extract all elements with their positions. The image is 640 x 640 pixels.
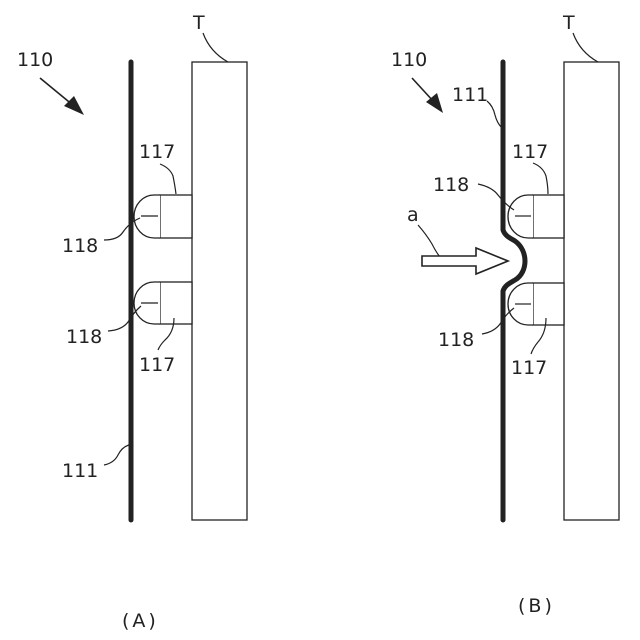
- bump-118-upper-label-b: 118: [433, 174, 469, 196]
- block-117-lower-label-a: 117: [139, 354, 175, 376]
- bump-118-lower-leader-b: [482, 308, 514, 334]
- block-117-lower-label-b: 117: [511, 357, 547, 379]
- bump-118-upper-leader-a: [104, 218, 140, 240]
- assembly-110-label-a: 110: [17, 49, 53, 71]
- bump-118-lower-label-b: 118: [438, 329, 474, 351]
- sheet-111-leader-a: [104, 445, 129, 465]
- block-117-upper-a: [160, 195, 192, 238]
- block-117-upper-label-a: 117: [139, 141, 175, 163]
- panel-b: T 111 110 117 118 118 117 a (B): [391, 12, 619, 617]
- wall-t-leader-b: [573, 33, 598, 62]
- assembly-110-label-b: 110: [391, 49, 427, 71]
- wall-t-a: [192, 62, 247, 520]
- block-117-lower-b: [533, 283, 564, 325]
- sheet-111-label-b: 111: [452, 84, 488, 106]
- sheet-111-label-a: 111: [62, 460, 98, 482]
- block-117-upper-leader-b: [533, 163, 548, 194]
- block-117-lower-a: [160, 282, 192, 324]
- bump-118-lower-label-a: 118: [66, 326, 102, 348]
- block-117-upper-b: [533, 195, 564, 238]
- wall-t-label-b: T: [562, 12, 575, 34]
- caption-a: (A): [122, 610, 159, 632]
- block-117-upper-label-b: 117: [512, 141, 548, 163]
- sheet-111-leader-b: [487, 101, 502, 128]
- force-a-label: a: [407, 204, 419, 226]
- panel-a: T 111 110 117 118 118 117 (A): [17, 12, 247, 632]
- bump-118-upper-label-a: 118: [62, 235, 98, 257]
- assembly-arrowhead-a: [64, 96, 84, 115]
- caption-b: (B): [518, 595, 555, 617]
- block-117-upper-leader-a: [160, 164, 176, 194]
- bump-118-upper-leader-b: [478, 184, 514, 210]
- force-a-leader: [418, 225, 440, 257]
- wall-t-leader-a: [203, 33, 228, 62]
- wall-t-b: [564, 62, 619, 520]
- wall-t-label-a: T: [192, 12, 205, 34]
- force-arrow-a: [422, 248, 508, 274]
